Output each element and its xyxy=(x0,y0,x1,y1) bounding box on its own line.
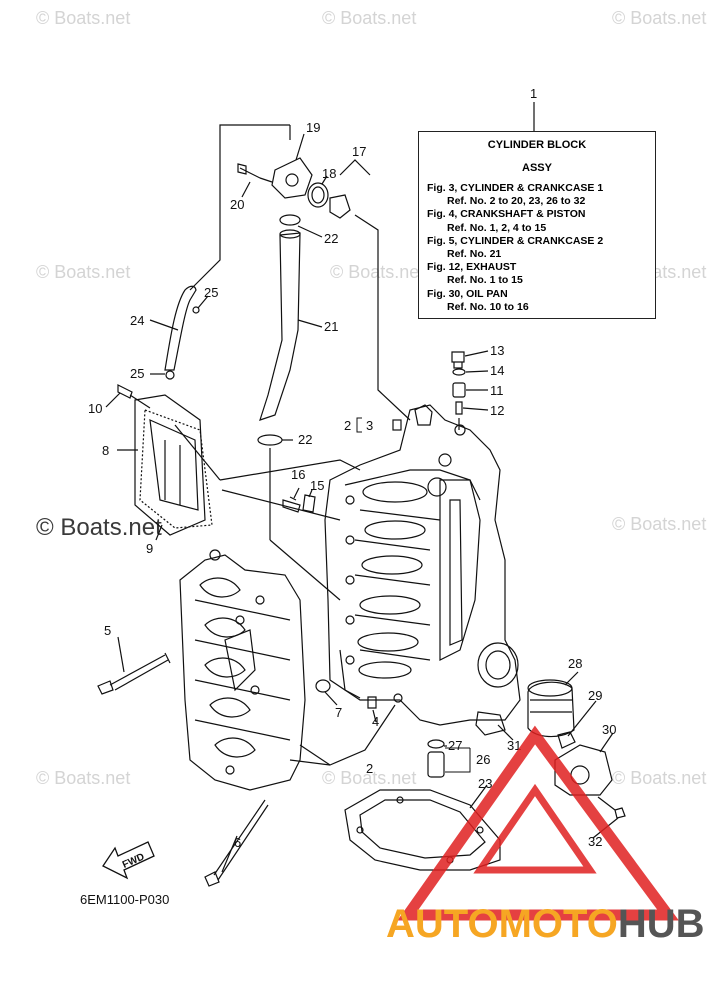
part-label: 7 xyxy=(335,705,342,720)
reference-info-box: CYLINDER BLOCK ASSY Fig. 3, CYLINDER & C… xyxy=(418,131,656,319)
watermark-dark: © Boats.net xyxy=(36,514,162,541)
ref-fig: Fig. 12, EXHAUST xyxy=(427,261,517,274)
part-label: 22 xyxy=(298,432,312,447)
part-label: 22 xyxy=(324,231,338,246)
info-subtitle: ASSY xyxy=(522,162,552,174)
part-label: 15 xyxy=(310,478,324,493)
ref-fig: Fig. 30, OIL PAN xyxy=(427,287,508,300)
part-label: 24 xyxy=(130,313,144,328)
part-label: 13 xyxy=(490,343,504,358)
watermark: © Boats.net xyxy=(330,262,425,282)
ref-fig: Fig. 4, CRANKSHAFT & PISTON xyxy=(427,208,586,221)
part-label: 31 xyxy=(507,738,521,753)
part-label: 1 xyxy=(530,86,537,101)
brand-part2: HUB xyxy=(617,902,705,946)
ref-fig: Fig. 3, CYLINDER & CRANKCASE 1 xyxy=(427,182,604,194)
part-label: 26 xyxy=(476,752,490,767)
automotohub-logo-icon xyxy=(397,725,679,921)
part-label: 6 xyxy=(234,835,241,850)
part-label: 28 xyxy=(568,656,582,671)
watermark: © Boats.net xyxy=(322,8,417,28)
watermark: © Boats.net xyxy=(612,8,707,28)
part-label: 2 xyxy=(366,761,373,776)
info-title: CYLINDER BLOCK xyxy=(487,139,587,151)
info-refs: Fig. 3, CYLINDER & CRANKCASE 1 Ref. No. … xyxy=(427,182,603,314)
watermark: © Boats.net xyxy=(36,8,131,28)
part-label: 4 xyxy=(372,714,379,729)
watermark: © Boats.net xyxy=(36,262,131,282)
ref-nos: Ref. No. 21 xyxy=(447,248,502,261)
part-label: 30 xyxy=(602,722,616,737)
part-label: 17 xyxy=(352,144,366,159)
ref-nos: Ref. No. 2 to 20, 23, 26 to 32 xyxy=(447,195,586,208)
part-label: 29 xyxy=(588,688,602,703)
part-label: 23 xyxy=(478,776,492,791)
part-label: 27 xyxy=(448,738,462,753)
part-label: 25 xyxy=(204,285,218,300)
part-label: 12 xyxy=(490,403,504,418)
ref-fig: Fig. 5, CYLINDER & CRANKCASE 2 xyxy=(427,234,604,247)
part-label: 11 xyxy=(490,383,504,398)
watermark: © Boats.net xyxy=(612,768,707,788)
ref-nos: Ref. No. 10 to 16 xyxy=(447,300,529,313)
part-label: 19 xyxy=(306,120,320,135)
part-labels: 1 2 3 4 5 6 7 8 9 10 11 12 13 14 15 16 1… xyxy=(88,86,616,850)
watermark: © Boats.net xyxy=(322,768,417,788)
brand-part1: AUTOMOTO xyxy=(386,902,618,946)
part-label: 25 xyxy=(130,366,144,381)
forward-arrow-icon: FWD xyxy=(102,841,155,880)
watermark: © Boats.net xyxy=(612,514,707,534)
part-label: 14 xyxy=(490,363,504,378)
part-label: 5 xyxy=(104,623,111,638)
part-label: 32 xyxy=(588,834,602,849)
part-label: 3 xyxy=(366,418,373,433)
brand-wordmark: AUTOMOTOHUB xyxy=(386,902,705,947)
part-label: 20 xyxy=(230,197,244,212)
watermark: © Boats.net xyxy=(36,768,131,788)
part-label: 18 xyxy=(322,166,336,181)
part-label: 2 xyxy=(344,418,351,433)
part-label: 21 xyxy=(324,319,338,334)
ref-nos: Ref. No. 1 to 15 xyxy=(447,274,523,287)
diagram-code: 6EM1100-P030 xyxy=(80,892,170,907)
part-label: 8 xyxy=(102,443,109,458)
part-label: 9 xyxy=(146,541,153,556)
part-label: 16 xyxy=(291,467,305,482)
part-label: 10 xyxy=(88,401,102,416)
ref-nos: Ref. No. 1, 2, 4 to 15 xyxy=(447,221,547,234)
